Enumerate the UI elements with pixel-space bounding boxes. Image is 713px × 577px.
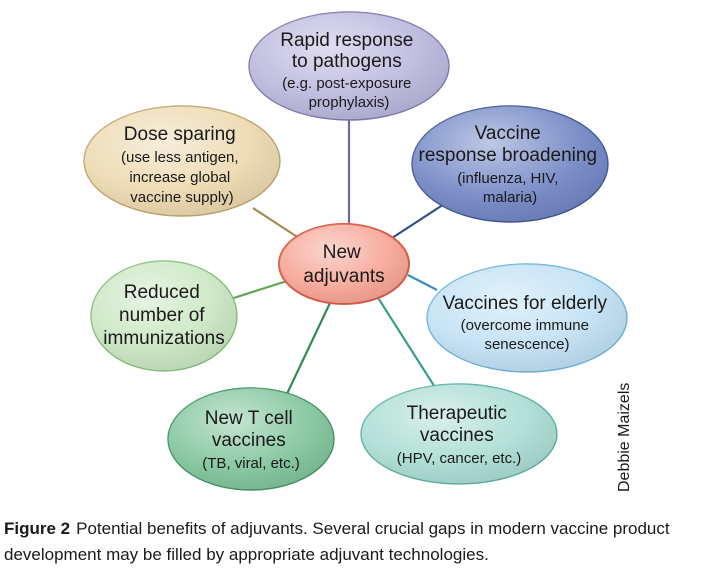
adjuvant-benefits-diagram: Rapid response to pathogens (e.g. post-e…: [83, 11, 633, 492]
node-therapeutic-main-1: Therapeutic: [407, 403, 507, 424]
center-line-2: adjuvants: [303, 266, 384, 287]
node-tcell-shade: [168, 388, 334, 490]
node-rapid-shade: [249, 12, 449, 120]
illustrator-credit: Debbie Maizels: [616, 383, 633, 492]
node-reduced-main-3: immunizations: [103, 328, 224, 349]
node-elderly-sub-2: senescence): [484, 336, 569, 353]
center-label: New adjuvants: [303, 242, 384, 287]
node-rapid-main-2: to pathogens: [292, 51, 402, 72]
figure-label: Figure 2: [4, 519, 71, 538]
node-therapeutic-label: Therapeutic vaccines (HPV, cancer, etc.): [397, 403, 522, 467]
node-broadening-sub-2: malaria): [483, 189, 537, 206]
node-reduced-shade: [91, 261, 237, 371]
node-elderly-sub-1: (overcome immune: [461, 317, 589, 334]
node-tcell-main-2: vaccines: [212, 430, 286, 451]
node-rapid-main-1: Rapid response: [280, 30, 413, 51]
node-broadening-label: Vaccine response broadening (influenza, …: [419, 123, 602, 206]
node-therapeutic: Therapeutic vaccines (HPV, cancer, etc.): [360, 383, 558, 485]
node-tcell-sub-1: (TB, viral, etc.): [202, 455, 300, 472]
node-therapeutic-shade: [361, 384, 557, 484]
connector-dose: [252, 207, 303, 241]
connector-therapeutic: [374, 292, 439, 393]
node-broadening-main-1: Vaccine: [475, 123, 541, 144]
connector-elderly: [407, 274, 438, 291]
node-dose: Dose sparing (use less antigen, increase…: [83, 105, 281, 217]
connector-tcell: [284, 302, 331, 399]
node-reduced: Reduced number of immunizations: [90, 260, 238, 372]
node-elderly-main-1: Vaccines for elderly: [443, 293, 608, 314]
node-broadening-main-2: response broadening: [419, 145, 598, 166]
node-tcell-label: New T cell vaccines (TB, viral, etc.): [202, 408, 300, 472]
node-rapid: Rapid response to pathogens (e.g. post-e…: [248, 11, 450, 121]
node-elderly: Vaccines for elderly (overcome immune se…: [426, 263, 628, 373]
node-elderly-shade: [427, 264, 627, 372]
node-center: New adjuvants: [278, 223, 410, 305]
node-broadening: Vaccine response broadening (influenza, …: [411, 105, 609, 223]
node-rapid-sub-2: prophylaxis): [309, 94, 390, 111]
node-tcell-main-1: New T cell: [205, 408, 293, 429]
center-bubble-shade: [279, 224, 409, 304]
center-line-1: New: [323, 242, 361, 263]
node-broadening-sub-1: (influenza, HIV,: [457, 170, 558, 187]
node-reduced-main-1: Reduced: [124, 282, 200, 303]
node-rapid-sub-1: (e.g. post-exposure: [282, 75, 411, 92]
node-dose-sub-1: (use less antigen,: [121, 149, 239, 166]
node-dose-shade: [84, 106, 280, 216]
node-reduced-main-2: number of: [119, 305, 205, 326]
node-tcell: New T cell vaccines (TB, viral, etc.): [167, 387, 335, 491]
node-therapeutic-main-2: vaccines: [420, 425, 494, 446]
node-dose-main-1: Dose sparing: [124, 124, 236, 145]
node-reduced-label: Reduced number of immunizations: [103, 282, 224, 349]
node-rapid-label: Rapid response to pathogens (e.g. post-e…: [280, 30, 418, 111]
node-elderly-label: Vaccines for elderly (overcome immune se…: [443, 293, 612, 353]
figure-caption-text: Potential benefits of adjuvants. Several…: [4, 519, 670, 564]
node-broadening-shade: [412, 106, 608, 222]
node-dose-sub-3: vaccine supply): [130, 189, 233, 206]
node-therapeutic-sub-1: (HPV, cancer, etc.): [397, 450, 522, 467]
node-dose-label: Dose sparing (use less antigen, increase…: [121, 124, 243, 206]
node-dose-sub-2: increase global: [129, 169, 230, 186]
connectors: [220, 118, 456, 399]
